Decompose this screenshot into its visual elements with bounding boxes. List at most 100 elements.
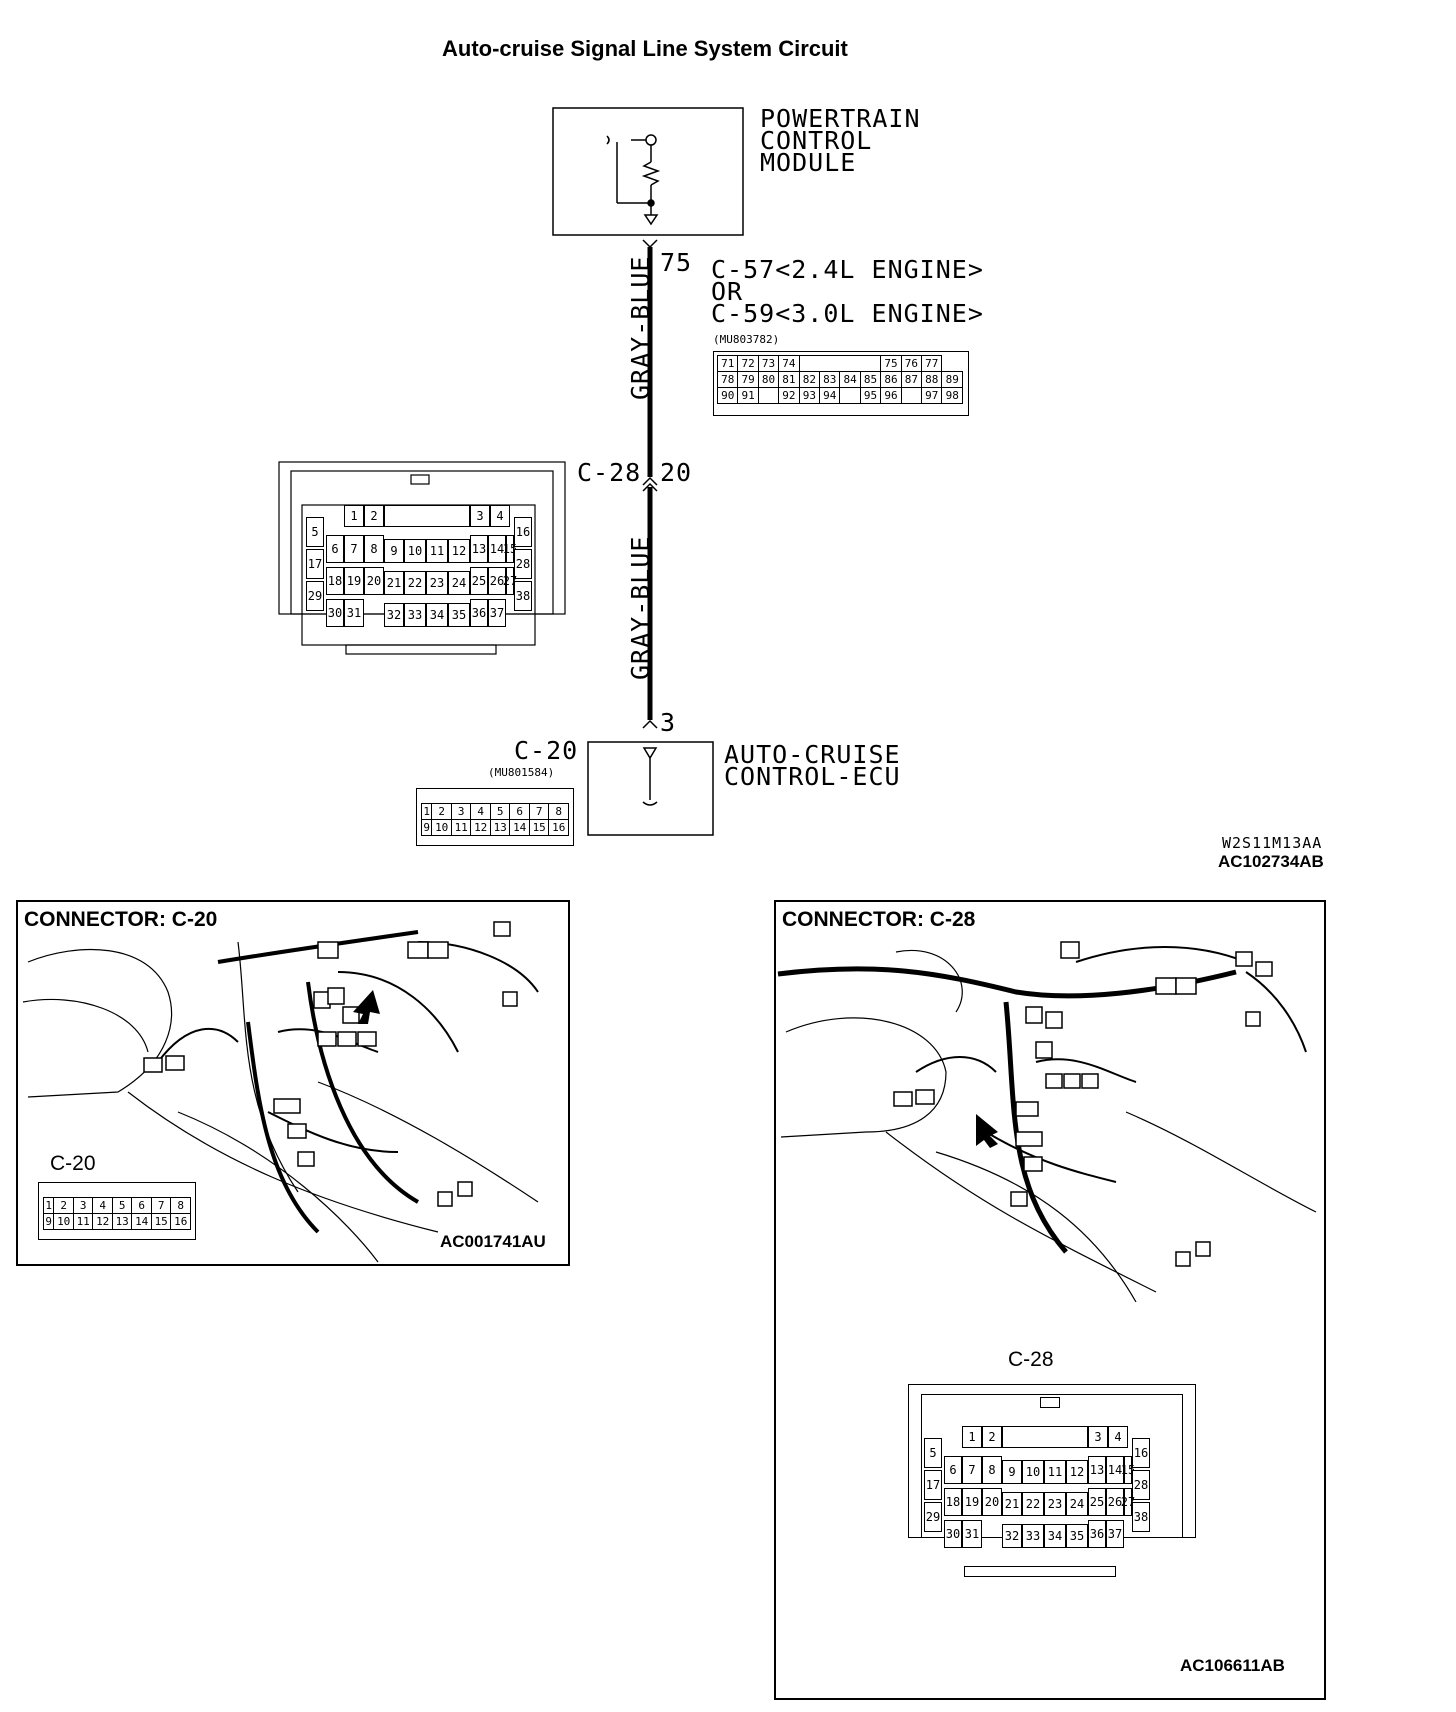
pin-cell: 11	[1044, 1460, 1066, 1484]
pin-cell: 34	[1044, 1524, 1066, 1548]
pcm-box	[552, 107, 744, 236]
pin-cell: 23	[1044, 1492, 1066, 1516]
pin-cell: 36	[470, 599, 488, 627]
pin-cell: 18	[326, 567, 344, 595]
pin-cell: 14	[1106, 1456, 1124, 1484]
pin-cell: 24	[1066, 1492, 1088, 1516]
pin-cell: 86	[880, 371, 902, 388]
pin-cell: 3	[1088, 1426, 1108, 1448]
pcm-terminal-number: 75	[660, 248, 693, 277]
panel-c20-title: CONNECTOR: C-20	[24, 908, 218, 931]
junction-connector-label: C-28	[577, 458, 642, 487]
c28-connector-caption: C-28	[1008, 1348, 1054, 1371]
pin-cell: 23	[426, 571, 448, 595]
pin-cell: 1	[344, 505, 364, 527]
pin-cell: 83	[819, 371, 841, 388]
pin-cell: 6	[326, 535, 344, 563]
pin-cell: 26	[1106, 1488, 1124, 1516]
pin-cell: 31	[344, 599, 364, 627]
pin-cell: 34	[426, 603, 448, 627]
pin-cell: 9	[1002, 1460, 1022, 1484]
terminal-3-marker	[642, 719, 658, 729]
pin-cell: 9	[420, 819, 433, 836]
connector-c20-panel: CONNECTOR: C-20	[16, 900, 570, 1266]
pin-cell: 6	[509, 803, 530, 820]
pin-cell: 15	[1121, 1456, 1135, 1484]
pin-cell: 11	[72, 1213, 94, 1230]
pin-cell: 7	[344, 535, 364, 563]
panel-c28-code: AC106611AB	[1180, 1656, 1285, 1675]
pin-cell: 71	[716, 355, 739, 372]
pin-cell: 2	[431, 803, 452, 820]
pin-cell: 25	[1088, 1488, 1106, 1516]
pin-cell: 8	[982, 1456, 1002, 1484]
c20-connector-caption: C-20	[50, 1152, 96, 1175]
page-title: Auto-cruise Signal Line System Circuit	[442, 36, 848, 61]
pin-cell: 14	[488, 535, 506, 563]
pin-cell: 92	[778, 387, 800, 404]
pin-cell: 22	[1022, 1492, 1044, 1516]
pcm-connector-part-no: (MU803782)	[713, 333, 780, 346]
ecu-internal-circuit	[642, 747, 658, 806]
pin-cell: 5	[489, 803, 511, 820]
pin-cell: 4	[470, 803, 491, 820]
ecu-terminal-number: 3	[660, 708, 677, 737]
pin-cell: 16	[514, 517, 532, 547]
pin-cell: 88	[921, 371, 943, 388]
pin-cell: 32	[384, 603, 404, 627]
pin-cell: 13	[470, 535, 488, 563]
pin-cell: 6	[131, 1197, 152, 1214]
pin-cell: 97	[921, 387, 943, 404]
pin-cell	[384, 505, 470, 527]
pin-cell: 33	[1022, 1524, 1044, 1548]
pin-cell	[757, 387, 780, 404]
pin-cell: 7	[528, 803, 550, 820]
pin-cell: 15	[503, 535, 517, 563]
pin-cell: 96	[880, 387, 902, 404]
pin-cell	[900, 387, 923, 404]
pin-cell	[839, 387, 861, 404]
pin-cell: 3	[450, 803, 472, 820]
pin-cell: 7	[150, 1197, 172, 1214]
pin-cell: 77	[921, 355, 943, 372]
pin-cell: 22	[404, 571, 426, 595]
pin-cell: 4	[490, 505, 510, 527]
wire-color-label-2: GRAY-BLUE	[626, 535, 655, 680]
pin-cell	[1002, 1426, 1088, 1448]
pin-cell: 16	[1132, 1438, 1150, 1468]
pin-cell: 94	[819, 387, 841, 404]
ecu-label: AUTO-CRUISE CONTROL-ECU	[724, 740, 901, 791]
pin-cell: 8	[364, 535, 384, 563]
pin-cell: 38	[1132, 1502, 1150, 1532]
pin-cell: 21	[384, 571, 404, 595]
pin-cell: 4	[1108, 1426, 1128, 1448]
pcm-connector-label: C-57<2.4L ENGINE> OR C-59<3.0L ENGINE>	[711, 255, 984, 328]
pin-cell: 16	[548, 819, 569, 836]
pcm-internal-circuit	[606, 134, 661, 226]
pin-cell: 12	[470, 819, 491, 836]
pin-cell: 37	[1106, 1520, 1124, 1548]
pin-cell: 19	[962, 1488, 982, 1516]
pin-cell: 14	[509, 819, 530, 836]
pin-cell: 17	[306, 549, 324, 579]
figure-code: AC102734AB	[1218, 852, 1324, 871]
pin-cell: 8	[170, 1197, 191, 1214]
pcm-label: POWERTRAIN CONTROL MODULE	[760, 104, 921, 177]
pin-cell: 2	[364, 505, 384, 527]
pin-cell: 78	[716, 371, 739, 388]
pin-cell: 13	[1088, 1456, 1106, 1484]
pin-cell: 82	[798, 371, 821, 388]
pin-cell: 75	[880, 355, 902, 372]
pin-cell: 2	[982, 1426, 1002, 1448]
pin-cell: 27	[1121, 1488, 1135, 1516]
c20-harness-illustration	[22, 921, 539, 1263]
pin-cell: 10	[53, 1213, 74, 1230]
pin-cell: 7	[962, 1456, 982, 1484]
pin-cell: 10	[431, 819, 452, 836]
pin-cell: 4	[92, 1197, 113, 1214]
junction-c28-marker	[642, 476, 658, 492]
arrow-icon	[976, 1114, 998, 1148]
